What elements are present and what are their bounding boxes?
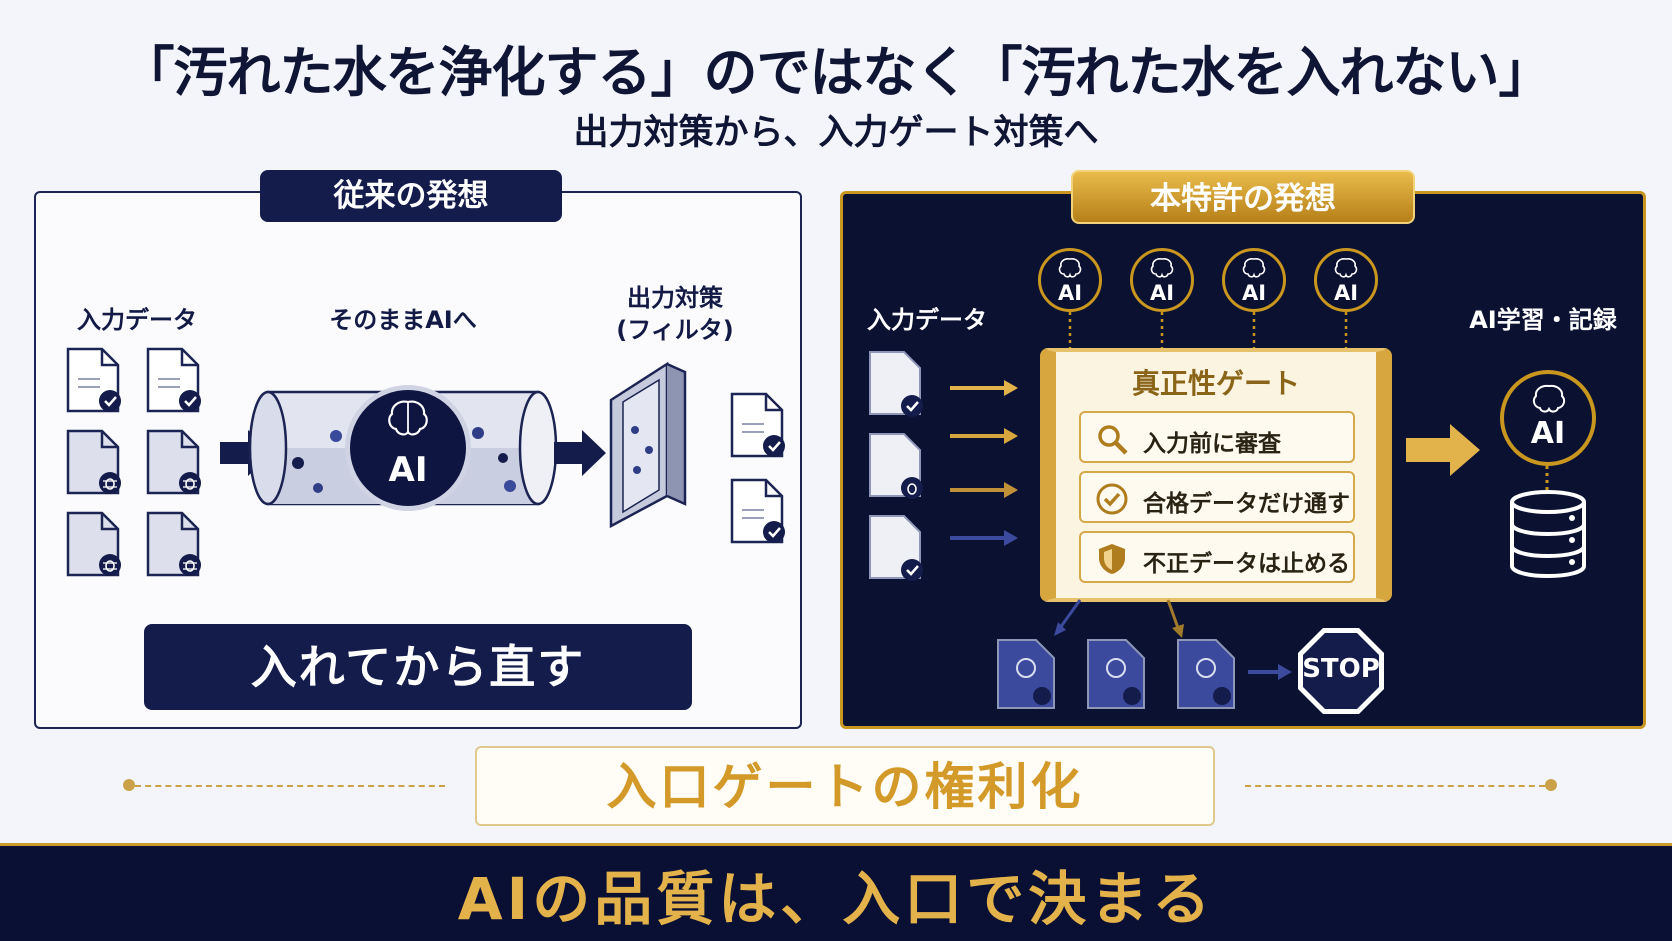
document-bug-icon (869, 433, 923, 499)
ai-node-1: AI (1038, 248, 1102, 312)
document-bug-icon (1177, 639, 1235, 709)
document-check-icon (66, 347, 123, 414)
subtitle: 出力対策から、入力ゲート対策へ (573, 113, 1099, 153)
check-circle-icon (1096, 483, 1128, 515)
document-check-icon (730, 478, 787, 545)
gate-item-block: 不正データは止める (1079, 531, 1355, 583)
ai-node-connectors (1068, 312, 1348, 348)
arrow-right-icon (950, 530, 1018, 546)
document-check-icon (146, 347, 203, 414)
divider-dot-right (1545, 779, 1557, 791)
output-connector (1545, 466, 1549, 492)
filter-icon (609, 361, 687, 529)
brain-icon (1334, 258, 1358, 278)
ai-node-3: AI (1222, 248, 1286, 312)
rejected-documents (997, 639, 1235, 709)
document-bug-icon (997, 639, 1055, 709)
arrow-right-icon (1406, 424, 1480, 476)
output-ai-node: AI (1500, 370, 1596, 466)
arrow-right-icon (554, 430, 606, 476)
divider-dot-left (123, 779, 135, 791)
document-bug-icon (1087, 639, 1145, 709)
shield-icon (1099, 544, 1125, 574)
output-label: AI学習・記録 (1469, 306, 1617, 334)
left-input-documents (66, 347, 203, 577)
rejected-flow-arrows (1054, 599, 1184, 638)
input-arrows (950, 380, 1018, 546)
document-bug-icon (66, 429, 122, 495)
left-output-label-2: (フィルタ) (616, 316, 734, 344)
stop-label: STOP (1302, 654, 1380, 684)
gate-item-review: 入力前に審査 (1079, 411, 1355, 463)
left-panel-header: 従来の発想 (260, 170, 562, 222)
ai-node-4: AI (1314, 248, 1378, 312)
document-bug-icon (146, 511, 202, 577)
left-input-label: 入力データ (77, 306, 197, 334)
brain-icon (1532, 384, 1566, 413)
divider-right (1245, 785, 1545, 787)
right-input-documents (869, 351, 923, 581)
stop-sign-icon (1298, 628, 1384, 714)
left-output-label-1: 出力対策 (627, 284, 723, 312)
document-check-icon (869, 515, 923, 581)
document-check-icon (730, 392, 787, 459)
bottom-message: AIの品質は、入口で決まる (457, 865, 1215, 933)
gate-item-pass: 合格データだけ通す (1079, 471, 1355, 523)
database-icon (1510, 490, 1586, 579)
left-action-banner: 入れてから直す (144, 624, 692, 710)
ai-node-2: AI (1130, 248, 1194, 312)
brain-icon (1150, 258, 1174, 278)
brain-icon (1242, 258, 1266, 278)
document-check-icon (869, 351, 923, 417)
arrow-right-icon (1248, 664, 1292, 680)
right-panel-header: 本特許の発想 (1071, 170, 1415, 224)
right-input-label: 入力データ (867, 306, 987, 334)
arrow-right-icon (950, 482, 1018, 498)
magnify-icon (1098, 425, 1128, 455)
entry-gate-banner: 入口ゲートの権利化 (475, 746, 1215, 826)
left-output-documents (730, 392, 787, 545)
main-title: 「汚れた水を浄化する」のではなく「汚れた水を入れない」 (120, 41, 1553, 104)
arrow-right-icon (950, 428, 1018, 444)
brain-icon (388, 400, 428, 436)
arrow-right-icon (950, 380, 1018, 396)
gate-title: 真正性ゲート (1131, 367, 1300, 400)
ai-core-left (345, 385, 471, 511)
bottom-bar (0, 843, 1672, 941)
divider-left (135, 785, 445, 787)
document-bug-icon (66, 511, 122, 577)
brain-icon (1058, 258, 1082, 278)
left-middle-label: そのままAIへ (329, 306, 477, 334)
ai-text-left: AI (388, 450, 428, 490)
document-bug-icon (146, 429, 202, 495)
